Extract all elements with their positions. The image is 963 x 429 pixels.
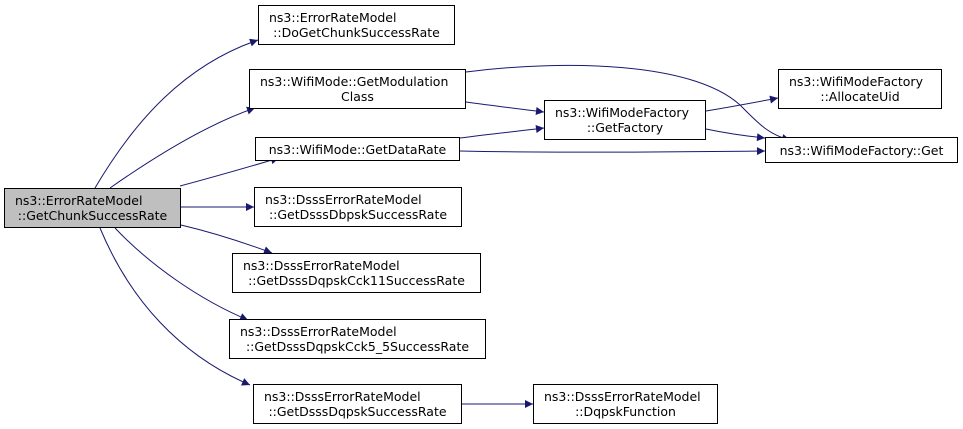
edge-get-modulation-class-to-factory-get <box>465 64 791 142</box>
node-line: ns3::WifiMode::GetModulation <box>260 74 449 89</box>
edge-get-data-rate-to-get-factory <box>459 125 545 139</box>
node-line: ns3::DsssErrorRateModel <box>243 258 400 273</box>
node-get-dsss-dbpsk-success-rate[interactable]: ns3::DsssErrorRateModel ::GetDsssDbpskSu… <box>254 187 462 227</box>
edge-get-chunk-to-do-get-chunk <box>94 38 259 189</box>
node-get-dsss-dqpsk-cck5-5-success-rate[interactable]: ns3::DsssErrorRateModel ::GetDsssDqpskCc… <box>229 319 486 359</box>
edge-get-chunk-to-cck11 <box>180 224 273 254</box>
edge-get-chunk-to-cck5 <box>114 227 249 321</box>
node-line: ns3::WifiMode::GetDataRate <box>268 141 447 157</box>
node-line: ns3::WifiModeFactory <box>555 105 689 120</box>
edge-get-data-rate-to-factory-get <box>459 147 766 156</box>
node-get-data-rate[interactable]: ns3::WifiMode::GetDataRate <box>255 137 460 161</box>
node-get-dsss-dqpsk-cck11-success-rate[interactable]: ns3::DsssErrorRateModel ::GetDsssDqpskCc… <box>232 253 481 293</box>
node-factory-get[interactable]: ns3::WifiModeFactory::Get <box>765 137 958 163</box>
node-line: ::GetFactory <box>586 120 664 135</box>
node-line: ::DqpskFunction <box>575 404 676 419</box>
edge-get-chunk-to-dqpsk <box>99 227 251 386</box>
node-line: ::GetDsssDqpskCck11SuccessRate <box>248 273 465 288</box>
node-line: ns3::DsssErrorRateModel <box>240 324 397 339</box>
node-line: ::GetDsssDqpskSuccessRate <box>268 404 447 419</box>
edge-get-chunk-to-get-modulation-class <box>109 106 256 189</box>
edge-get-modulation-class-to-get-factory <box>465 101 545 115</box>
edge-get-factory-to-allocate-uid <box>705 95 779 112</box>
node-line: ns3::DsssErrorRateModel <box>265 192 422 207</box>
node-line: ns3::ErrorRateModel <box>15 193 143 208</box>
node-allocate-uid[interactable]: ns3::WifiModeFactory ::AllocateUid <box>778 69 942 109</box>
node-line: ::AllocateUid <box>820 89 900 104</box>
node-do-get-chunk-success-rate[interactable]: ns3::ErrorRateModel ::DoGetChunkSuccessR… <box>258 5 455 45</box>
node-line: ::GetDsssDqpskCck5_5SuccessRate <box>245 339 470 354</box>
node-get-chunk-success-rate: ns3::ErrorRateModel ::GetChunkSuccessRat… <box>4 188 181 228</box>
node-line: ::GetDsssDbpskSuccessRate <box>268 207 448 222</box>
node-line: Class <box>341 89 374 104</box>
node-dqpsk-function[interactable]: ns3::DsssErrorRateModel ::DqpskFunction <box>533 384 718 424</box>
edge-get-factory-to-factory-get <box>705 128 766 142</box>
node-line: ::GetChunkSuccessRate <box>17 208 168 223</box>
node-line: ns3::WifiModeFactory <box>789 74 923 89</box>
node-line: ns3::ErrorRateModel <box>269 10 397 25</box>
node-line: ns3::DsssErrorRateModel <box>264 389 421 404</box>
node-get-dsss-dqpsk-success-rate[interactable]: ns3::DsssErrorRateModel ::GetDsssDqpskSu… <box>253 384 462 424</box>
node-line: ns3::WifiModeFactory::Get <box>779 142 944 158</box>
edge-get-chunk-to-get-data-rate <box>179 156 280 187</box>
node-get-factory[interactable]: ns3::WifiModeFactory ::GetFactory <box>544 100 706 140</box>
node-line: ns3::DsssErrorRateModel <box>544 389 701 404</box>
node-line: ::DoGetChunkSuccessRate <box>273 25 440 40</box>
node-get-modulation-class[interactable]: ns3::WifiMode::GetModulation Class <box>249 69 466 109</box>
